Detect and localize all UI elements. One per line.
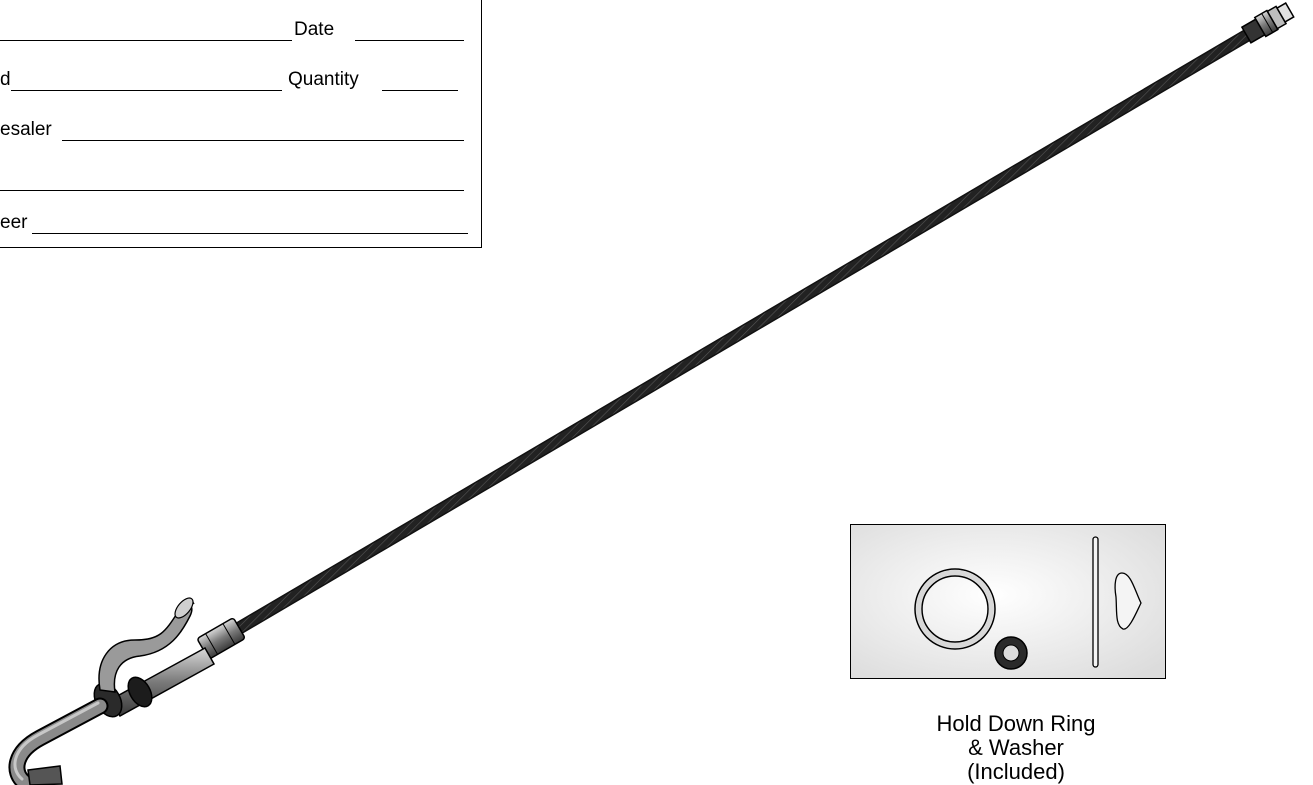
blank-field-rule[interactable] [0, 190, 464, 191]
quantity-field-rule[interactable] [382, 90, 458, 91]
form-row-wholesaler: esaler [0, 119, 482, 143]
ring-edge-view-icon [1092, 536, 1099, 668]
date-label: Date [294, 19, 335, 40]
caption-line-2: & Washer [968, 735, 1064, 760]
hooked-spout [8, 697, 109, 785]
caption-line-3: (Included) [967, 759, 1065, 784]
hold-down-ring-inset [850, 524, 1166, 679]
inlet-fitting [1240, 2, 1295, 44]
inset-caption: Hold Down Ring & Washer (Included) [880, 712, 1152, 784]
washer-icon [994, 636, 1028, 670]
date-field-rule[interactable] [355, 40, 464, 41]
hold-down-ring-icon [914, 568, 996, 650]
quantity-label: Quantity [288, 69, 359, 90]
model-field-rule[interactable] [11, 90, 282, 91]
engineer-field-rule[interactable] [32, 233, 468, 234]
form-row-blank [0, 169, 482, 193]
model-label-fragment: d [0, 69, 11, 90]
form-row-name-date: Date [0, 19, 482, 43]
ring-washer-illustration [851, 525, 1165, 678]
order-form-box: Date d Quantity esaler eer [0, 0, 482, 248]
wholesaler-label-fragment: esaler [0, 119, 52, 140]
form-row-engineer: eer [0, 212, 482, 236]
washer-edge-view-icon [1114, 572, 1142, 630]
wholesaler-field-rule[interactable] [62, 140, 464, 141]
name-field-rule[interactable] [0, 40, 292, 41]
caption-line-1: Hold Down Ring [936, 711, 1096, 736]
braided-hose [229, 23, 1263, 637]
engineer-label-fragment: eer [0, 212, 28, 233]
form-row-model-quantity: d Quantity [0, 69, 482, 93]
